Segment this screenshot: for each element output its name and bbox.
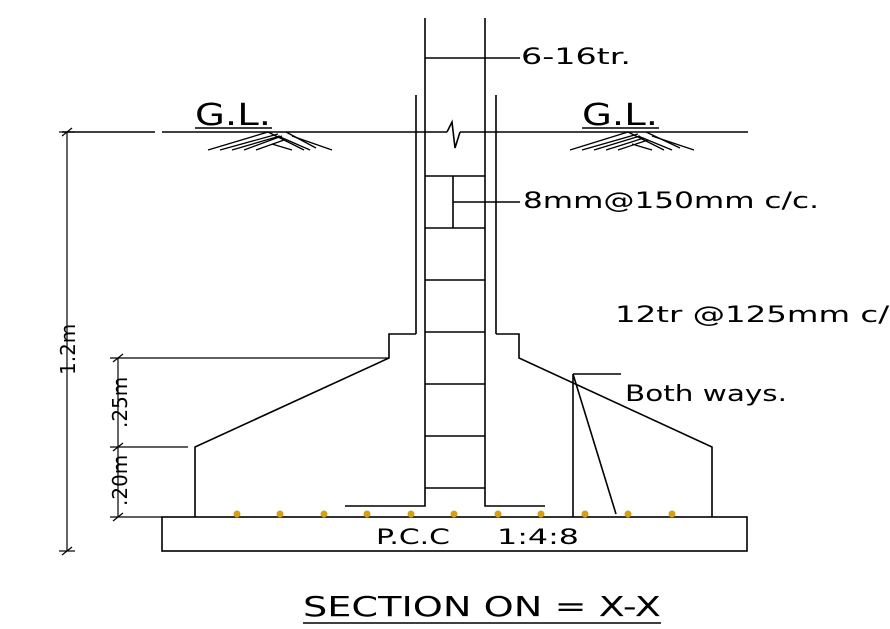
base-reinforcement — [572, 373, 621, 517]
label-base-bars: 12tr @125mm c/c — [615, 303, 890, 328]
footing-outline — [194, 333, 713, 517]
column-outline — [415, 95, 497, 334]
dimension-lines — [59, 127, 389, 556]
label-pcc-mix: 1:4:8 — [497, 525, 579, 549]
dim-total-depth: 1.2m — [56, 324, 80, 375]
label-both-ways: Both ways. — [625, 382, 787, 407]
pcc-slab — [161, 516, 748, 552]
label-stirrups: 8mm@150mm c/c. — [523, 189, 819, 214]
column-longitudinal-bars — [345, 18, 545, 507]
section-title: SECTION ON = X-X — [303, 590, 661, 623]
column-stirrups — [425, 175, 520, 489]
ground-label-right: G.L. — [582, 98, 658, 133]
rebar-dots — [233, 510, 676, 518]
label-pcc: P.C.C — [376, 525, 450, 549]
ground-hatch-right — [569, 131, 695, 151]
ground-line — [62, 119, 748, 149]
ground-label-left: G.L. — [195, 98, 271, 133]
label-column-bars: 6-16tr. — [521, 45, 631, 70]
ground-hatch-left — [207, 131, 333, 151]
dim-base-depth: .20m — [108, 455, 132, 506]
dim-slope-depth: .25m — [108, 377, 132, 428]
